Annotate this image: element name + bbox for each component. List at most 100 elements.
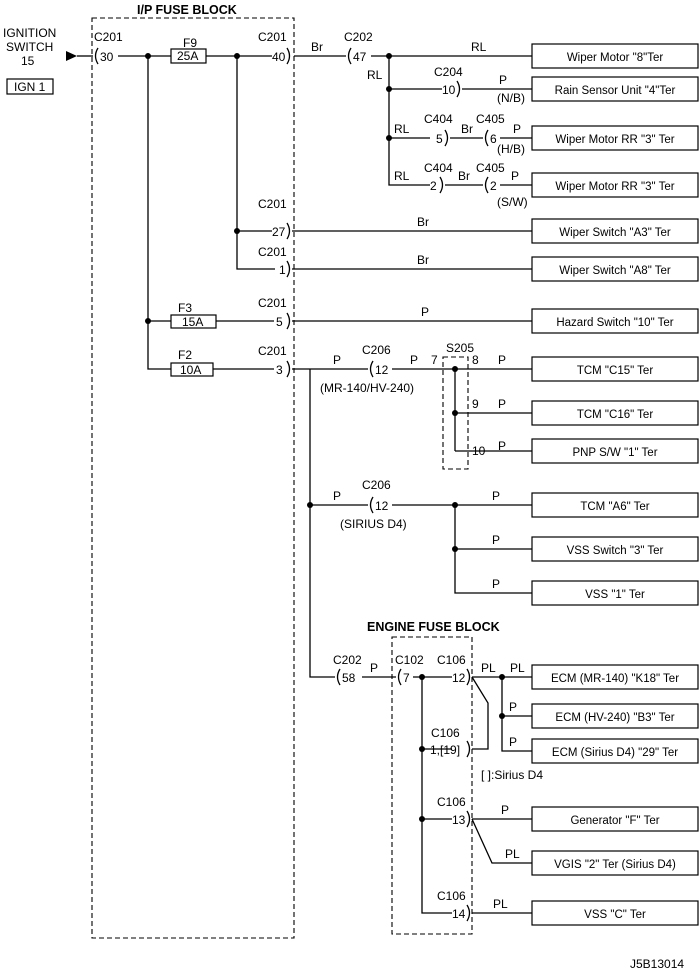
bus-sirius-tcm xyxy=(454,505,532,594)
wire-c106-bridge xyxy=(471,676,489,750)
note-sw: (S/W) xyxy=(497,195,528,209)
c405-label-b: C405 xyxy=(476,161,505,175)
pin-13-c106: 13 xyxy=(452,813,466,827)
ign1-badge xyxy=(6,78,54,95)
c204-connector xyxy=(456,80,461,98)
c106-12-connector xyxy=(466,668,471,686)
wire-label-p-9: P xyxy=(498,439,506,453)
wire-label-p-8: P xyxy=(498,397,506,411)
pin-14-c106: 14 xyxy=(452,907,466,921)
load-box-5 xyxy=(531,256,699,282)
pin-8-s205: 8 xyxy=(472,353,479,367)
wire-label-p-5: P xyxy=(333,353,341,367)
c106-label-19: C106 xyxy=(431,726,460,740)
wire-label-br-3: Br xyxy=(458,169,470,183)
wire-label-rl-1: RL xyxy=(471,40,487,54)
c106-label-12: C106 xyxy=(437,653,466,667)
c405-label-a: C405 xyxy=(476,112,505,126)
c102-label: C102 xyxy=(395,653,424,667)
c106-19-connector xyxy=(466,740,471,758)
pin-5-c201: 5 xyxy=(276,315,283,329)
c106-label-13: C106 xyxy=(437,795,466,809)
f9-rating: 25A xyxy=(177,49,198,63)
load-label-12: VSS "1" Ter xyxy=(585,589,645,601)
wire-label-p-16: P xyxy=(509,735,517,749)
wire-label-p-15: P xyxy=(509,700,517,714)
wire-label-rl-4: RL xyxy=(394,169,410,183)
c202-label-bottom: C202 xyxy=(333,653,362,667)
wire-label-br-5: Br xyxy=(417,253,429,267)
note-nb: (N/B) xyxy=(497,91,525,105)
note-mr-hv: (MR-140/HV-240) xyxy=(320,381,414,395)
pin-12-c106: 12 xyxy=(452,671,466,685)
wire-label-rl-3: RL xyxy=(394,122,410,136)
pin-1: 1 xyxy=(279,263,286,277)
f9-name: F9 xyxy=(183,36,197,50)
junction-dots xyxy=(145,53,505,822)
c201-30-connector xyxy=(94,47,99,65)
wire-label-br-2: Br xyxy=(461,122,473,136)
note-hb: (H/B) xyxy=(497,142,525,156)
load-box-12 xyxy=(531,580,699,606)
load-box-11 xyxy=(531,536,699,562)
load-label-2: Wiper Motor RR "3" Ter xyxy=(555,134,674,146)
bus-f2-vertical xyxy=(309,369,335,678)
load-label-14: ECM (HV-240) "B3" Ter xyxy=(555,712,674,724)
c405-connector-a xyxy=(484,129,489,147)
load-box-10 xyxy=(531,492,699,518)
load-box-0 xyxy=(531,43,699,69)
load-box-8 xyxy=(531,400,699,426)
load-label-17: VGIS "2" Ter (Sirius D4) xyxy=(554,859,676,871)
f2-rating: 10A xyxy=(180,363,201,377)
load-label-15: ECM (Sirius D4) "29" Ter xyxy=(552,747,678,759)
wire-label-pl-4: PL xyxy=(493,897,508,911)
c206-connector-a xyxy=(369,360,374,378)
wire-label-p-2: P xyxy=(513,122,521,136)
f3-rating: 15A xyxy=(182,315,203,329)
wire-label-pl-3: PL xyxy=(505,847,520,861)
c202-label-top: C202 xyxy=(344,30,373,44)
pin-1-19-c106: 1,[19] xyxy=(430,743,460,757)
c201-label-1: C201 xyxy=(258,245,287,259)
c201-label-5: C201 xyxy=(258,296,287,310)
source-switch: SWITCH xyxy=(6,40,53,54)
c102-connector xyxy=(397,668,402,686)
note-sirius: (SIRIUS D4) xyxy=(340,517,407,531)
bus-engine xyxy=(421,677,452,914)
note-bracket: [ ]:Sirius D4 xyxy=(481,768,543,782)
wire-label-p-7: P xyxy=(498,353,506,367)
c201-27-connector xyxy=(286,222,291,240)
pin-7-s205: 7 xyxy=(431,353,438,367)
load-label-7: TCM "C15" Ter xyxy=(577,365,653,377)
pin-10-c204: 10 xyxy=(442,83,456,97)
wire-label-p-4: P xyxy=(421,305,429,319)
load-label-10: TCM "A6" Ter xyxy=(580,501,649,513)
wire-label-rl-2: RL xyxy=(367,68,383,82)
pin-7-c102: 7 xyxy=(403,671,410,685)
figure-id: J5B13014 xyxy=(630,957,684,971)
pin-2-c405: 2 xyxy=(490,179,497,193)
c201-3-connector xyxy=(286,360,291,378)
ip-fuse-block-title: I/P FUSE BLOCK xyxy=(137,3,237,17)
wire-label-pl-2: PL xyxy=(510,661,525,675)
pin-2-c404: 2 xyxy=(430,179,437,193)
load-label-18: VSS "C" Ter xyxy=(584,909,646,921)
load-label-0: Wiper Motor "8"Ter xyxy=(567,52,664,64)
pin-10-s205: 10 xyxy=(472,444,486,458)
pin-3: 3 xyxy=(276,363,283,377)
bus-ecm xyxy=(501,677,532,752)
c204-label: C204 xyxy=(434,65,463,79)
c405-connector-b xyxy=(484,176,489,194)
load-label-16: Generator "F" Ter xyxy=(570,815,659,827)
load-label-6: Hazard Switch "10" Ter xyxy=(556,317,673,329)
load-label-8: TCM "C16" Ter xyxy=(577,409,653,421)
bus-rl xyxy=(388,56,430,186)
load-box-9 xyxy=(531,438,699,464)
load-label-1: Rain Sensor Unit "4"Ter xyxy=(555,85,676,97)
wire-label-p-12: P xyxy=(492,533,500,547)
ip-fuse-block-outline xyxy=(91,17,295,939)
wire-label-p-17: P xyxy=(501,803,509,817)
load-label-4: Wiper Switch "A3" Ter xyxy=(559,227,671,239)
wire-label-p-10: P xyxy=(333,489,341,503)
c106-13-connector xyxy=(466,810,471,828)
